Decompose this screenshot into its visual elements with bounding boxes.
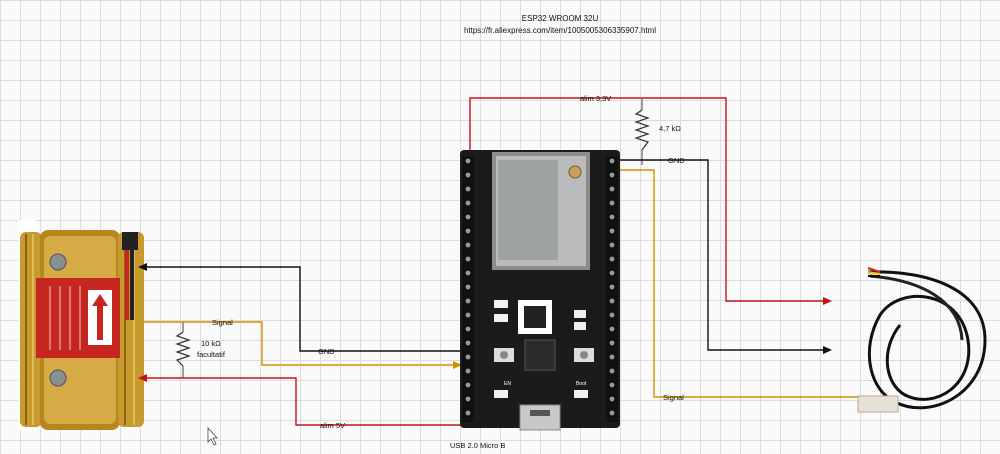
label-usb: USB 2.0 Micro B bbox=[450, 441, 505, 450]
wire-gnd-left bbox=[140, 266, 470, 352]
antenna-connector-icon bbox=[568, 165, 582, 179]
label-alim-5v: alim 5V bbox=[320, 421, 345, 430]
usb-uart-chip bbox=[524, 339, 556, 371]
label-alim-33v: alim 3,3V bbox=[580, 94, 611, 103]
probe-tip bbox=[857, 395, 899, 413]
flow-direction-arrow-icon bbox=[92, 294, 108, 340]
label-gnd-left: GND bbox=[318, 347, 335, 356]
label-resistor-4-7k: 4,7 kΩ bbox=[659, 124, 681, 133]
en-label: EN bbox=[504, 381, 511, 387]
screw-icon bbox=[49, 369, 67, 387]
screw-icon bbox=[49, 253, 67, 271]
flow-sensor bbox=[18, 220, 144, 430]
label-facultatif: facultatif bbox=[197, 350, 226, 359]
wire-gnd-right bbox=[606, 159, 830, 351]
boot-label: Boot bbox=[576, 381, 587, 387]
module-shield bbox=[498, 160, 558, 260]
wire-signal-left bbox=[140, 321, 460, 366]
label-resistor-10k: 10 kΩ bbox=[201, 339, 221, 348]
wire-alim-33v bbox=[469, 97, 830, 302]
label-gnd-right: GND bbox=[668, 156, 685, 165]
resistor-10k-symbol bbox=[175, 331, 191, 367]
esp32-board: EN Boot bbox=[460, 150, 620, 431]
sensor-cable bbox=[122, 232, 138, 250]
wires bbox=[138, 97, 860, 426]
diagram-title: ESP32 WROOM 32U bbox=[521, 14, 599, 23]
resistor-4-7k-symbol bbox=[634, 109, 650, 151]
usb-connector bbox=[519, 404, 561, 431]
probe-cable bbox=[867, 270, 987, 410]
product-url: https://fr.aliexpress.com/item/100500530… bbox=[463, 26, 657, 35]
wire-alim-5v bbox=[140, 377, 470, 426]
temperature-probe bbox=[857, 267, 987, 413]
label-signal-left: Signal bbox=[212, 318, 233, 327]
label-signal-right: Signal bbox=[663, 393, 684, 402]
wire-signal-right bbox=[606, 169, 860, 398]
mouse-cursor-icon bbox=[207, 426, 218, 446]
